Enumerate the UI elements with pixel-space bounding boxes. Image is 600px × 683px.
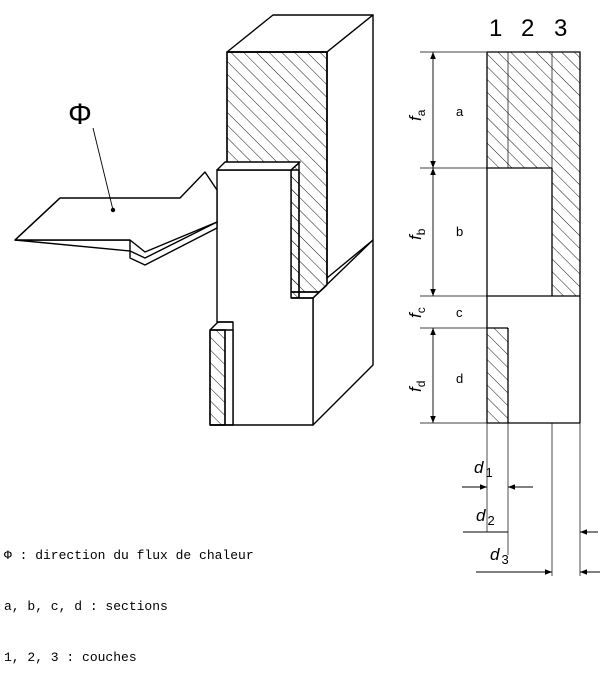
section-letters: a b c d bbox=[456, 104, 464, 386]
heat-flux-arrow bbox=[14, 171, 218, 266]
height-fc: fc bbox=[406, 307, 428, 318]
height-fa: fa bbox=[406, 109, 428, 121]
legend: Φ : direction du flux de chaleur a, b, c… bbox=[4, 513, 254, 683]
top-block-side-face bbox=[326, 14, 374, 279]
legend-line-sections: a, b, c, d : sections bbox=[4, 599, 168, 614]
layer-number-2: 2 bbox=[521, 15, 534, 42]
layer1-hatch-d bbox=[487, 328, 508, 423]
lower-block-top-face bbox=[216, 161, 301, 171]
thickness-dimensions bbox=[462, 484, 600, 575]
legend-line-flux: Φ : direction du flux de chaleur bbox=[4, 548, 254, 563]
section-d: d bbox=[456, 371, 463, 386]
layer3-hatch bbox=[552, 168, 580, 296]
layer2-strip-hatch bbox=[290, 169, 300, 299]
layer-number-1: 1 bbox=[489, 15, 502, 42]
section-c: c bbox=[456, 305, 463, 320]
layer-number-3: 3 bbox=[554, 15, 567, 42]
wall-3d bbox=[209, 14, 374, 426]
section-cross-section bbox=[486, 51, 581, 424]
section-b: b bbox=[456, 224, 463, 239]
section-a: a bbox=[456, 104, 464, 119]
arrow-bottom-face bbox=[14, 221, 218, 266]
extension-lines-h bbox=[420, 51, 487, 424]
layer-numbers: 1 2 3 bbox=[489, 15, 567, 42]
diagram-svg: Φ 1 2 3 fa bbox=[14, 14, 600, 576]
section-a-hatch bbox=[487, 52, 580, 168]
height-fb: fb bbox=[406, 228, 428, 240]
flux-leader bbox=[92, 127, 114, 211]
phi-label: Φ bbox=[68, 98, 92, 131]
diagram: Φ 1 2 3 fa bbox=[4, 14, 600, 665]
legend-line-layers: 1, 2, 3 : couches bbox=[4, 650, 137, 665]
extension-lines-v bbox=[486, 423, 581, 576]
height-labels: fa fb fc fd bbox=[406, 109, 428, 392]
height-fd: fd bbox=[406, 381, 428, 392]
layer-boundaries bbox=[507, 52, 553, 168]
arrow-top-face bbox=[14, 171, 218, 253]
